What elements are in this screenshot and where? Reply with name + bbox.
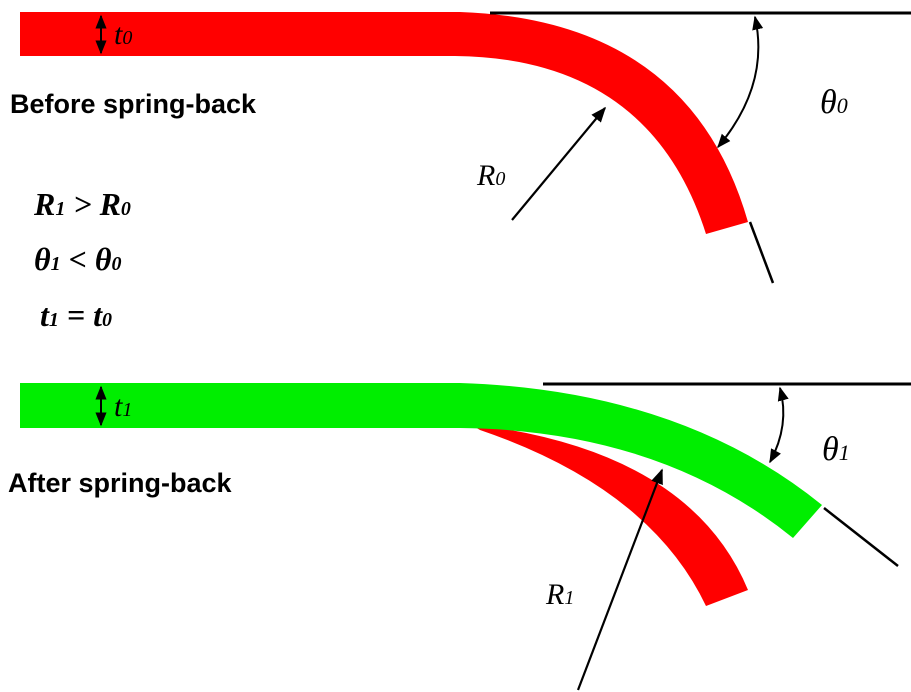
after-ghost-strip	[470, 424, 748, 606]
after-thickness-label: t1	[114, 390, 132, 423]
relation-radius: R1 > R0	[33, 186, 131, 222]
before-angle-label: θ0	[820, 84, 848, 121]
after-end-line	[823, 507, 899, 567]
after-angle-arrow	[769, 386, 789, 464]
before-radius-arrow	[511, 106, 606, 221]
before-radius-label: R0	[476, 159, 505, 192]
before-strip	[20, 12, 748, 234]
after-angle-label: θ1	[822, 431, 850, 468]
after-radius-label: R1	[545, 578, 574, 611]
before-title: Before spring-back	[10, 89, 257, 119]
before-end-line	[748, 221, 775, 284]
after-strip	[20, 383, 822, 538]
relation-angle: θ1 < θ0	[34, 241, 121, 277]
after-radius-arrow	[576, 468, 664, 691]
after-title: After spring-back	[8, 468, 233, 498]
before-angle-arrow	[717, 15, 764, 149]
relation-thickness: t1 = t0	[40, 297, 112, 333]
before-thickness-label: t0	[114, 18, 132, 51]
